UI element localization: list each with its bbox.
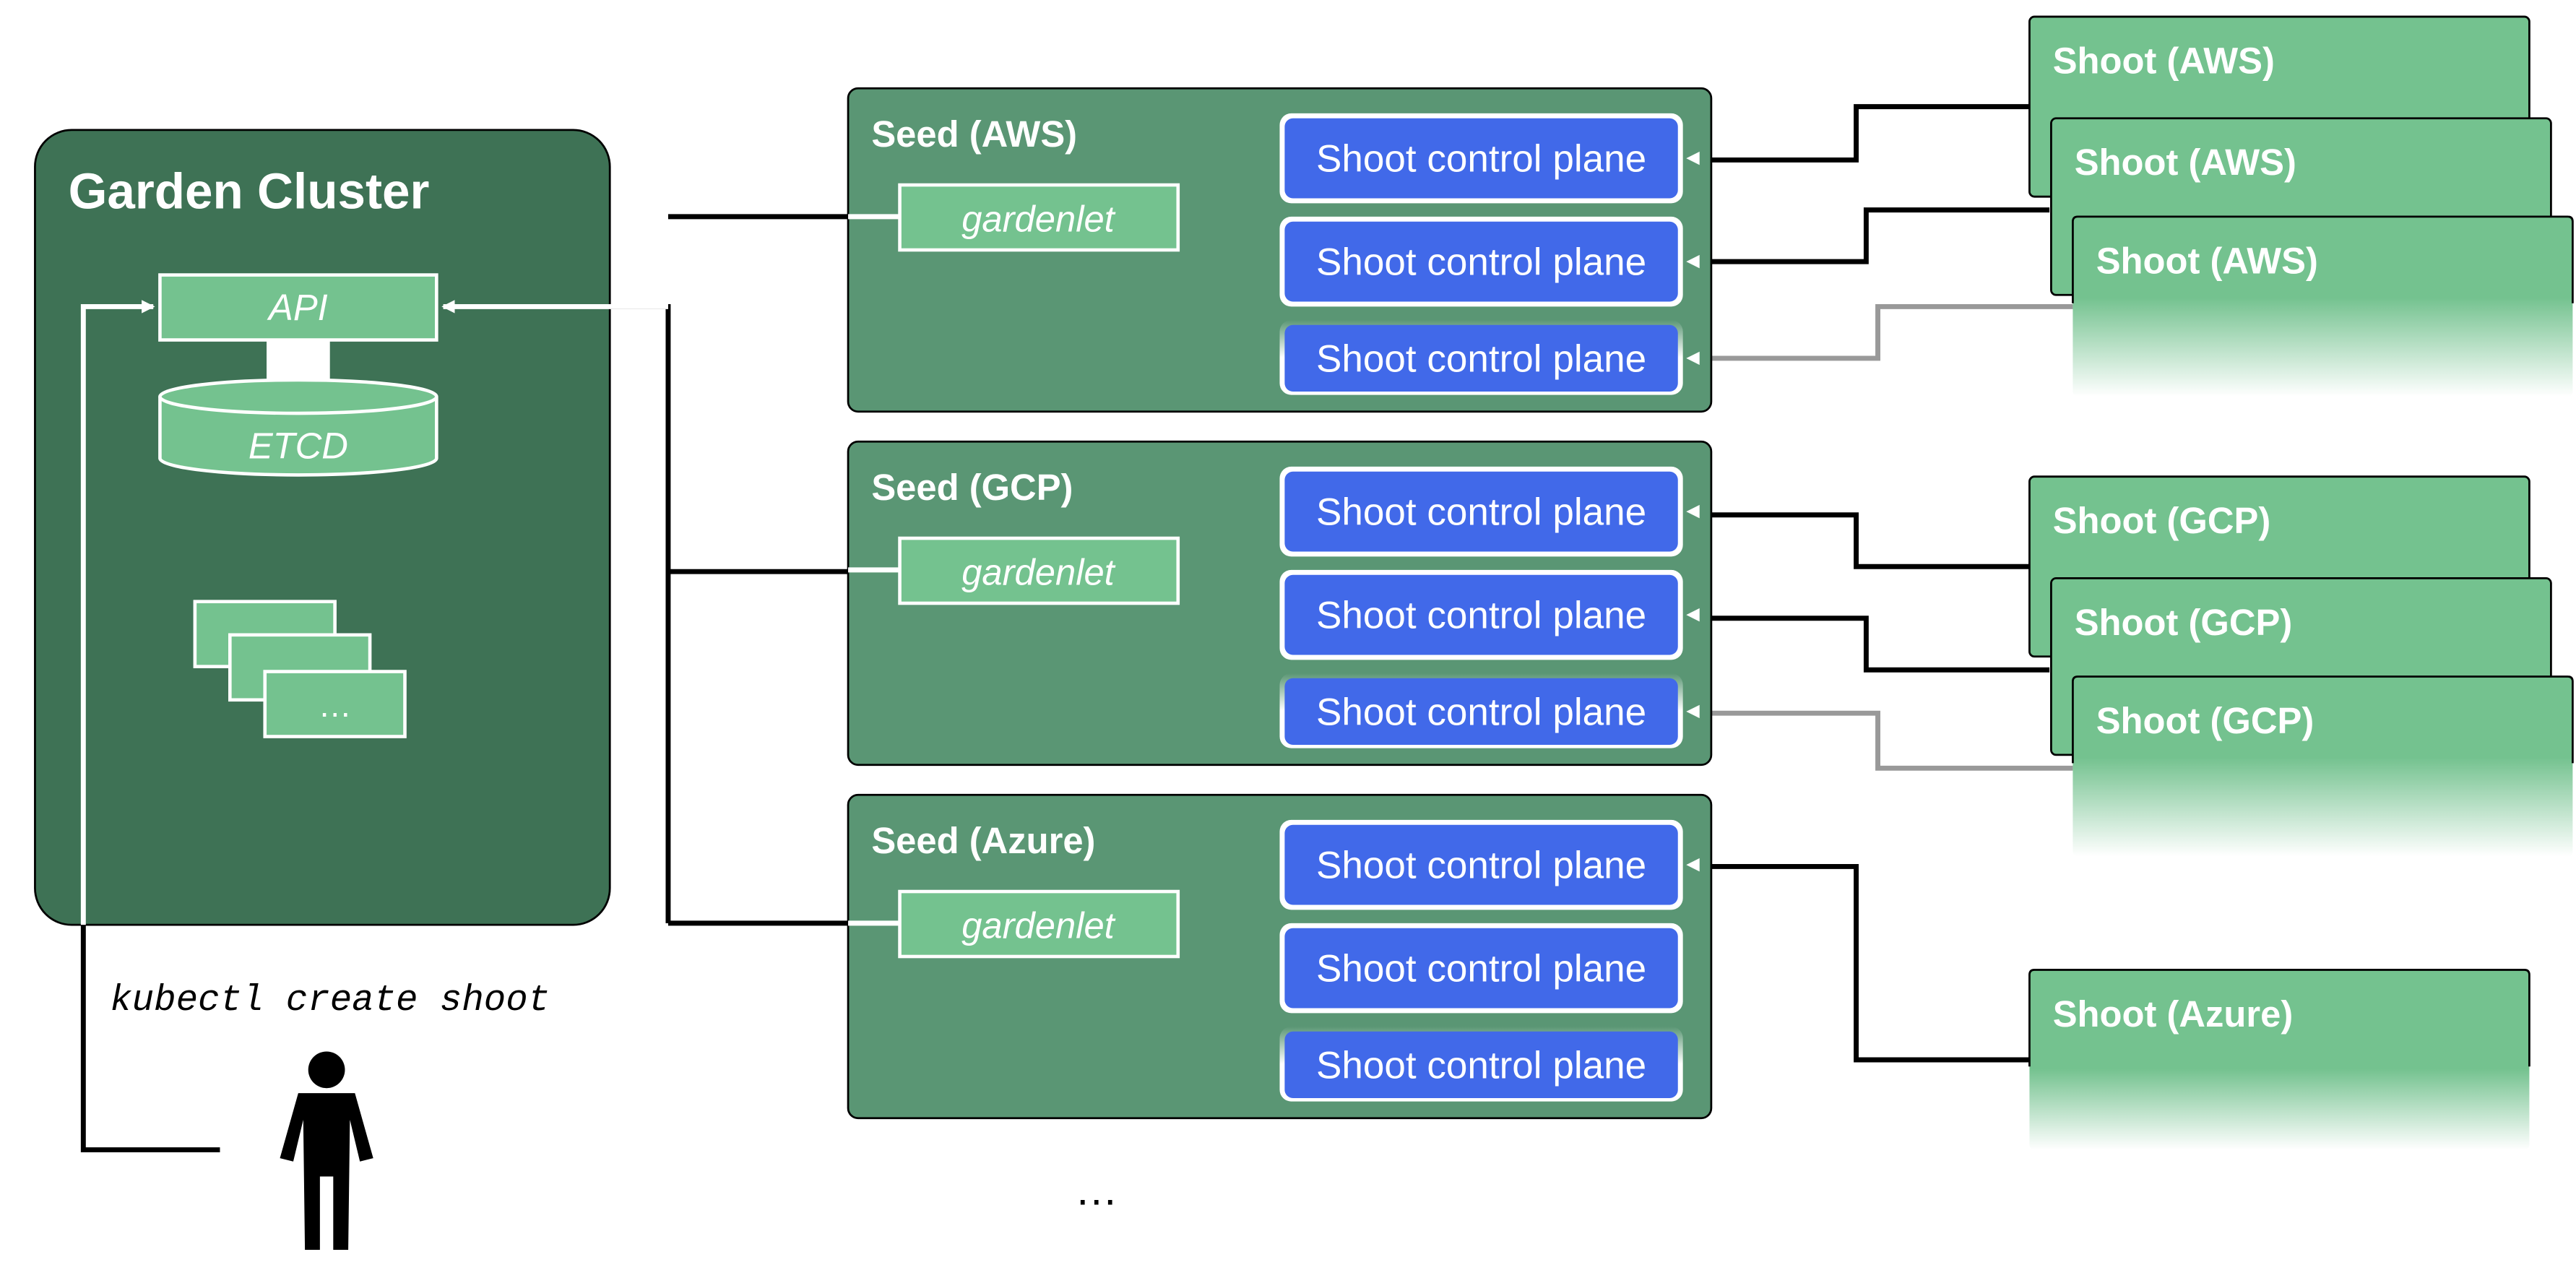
shoot-gcp-3: Shoot (GCP): [2072, 675, 2574, 857]
shoot-control-plane: Shoot control plane: [1279, 216, 1700, 307]
shoot-azure-1: Shoot (Azure): [2028, 969, 2530, 1150]
garden-cluster: Garden Cluster API ETCD …: [34, 129, 668, 926]
shoot-label: Shoot (AWS): [2075, 142, 2296, 183]
shoot-azure-1-link: [1686, 863, 2030, 1063]
shoot-control-plane: Shoot control plane: [1279, 1026, 1683, 1102]
control-plane-label: Shoot control plane: [1316, 845, 1646, 887]
shoot-control-plane: Shoot control plane: [1279, 113, 1700, 204]
shoot-aws-3-link: [1686, 303, 2073, 361]
etcd-label: ETCD: [248, 425, 348, 466]
more-seeds-ellipsis: …: [1075, 1166, 1118, 1214]
shoot-label: Shoot (GCP): [2075, 602, 2293, 643]
shoot-label: Shoot (Azure): [2053, 993, 2294, 1035]
shoot-control-plane: Shoot control plane: [1279, 923, 1683, 1014]
shoot-aws-3: Shoot (AWS): [2072, 215, 2574, 397]
shoot-control-plane: Shoot control plane: [1279, 673, 1700, 748]
arrow-head-icon: [1686, 151, 1700, 165]
user-person-icon: [280, 1051, 373, 1250]
control-plane-label: Shoot control plane: [1316, 241, 1646, 284]
api-box: [158, 273, 438, 342]
arrow-head-icon: [1686, 351, 1700, 366]
shoot-gcp-1-link: [1686, 512, 2030, 569]
resource-stack-ellipsis: …: [319, 686, 352, 724]
arrow-head-icon: [1686, 504, 1700, 519]
shoot-gcp-2-link: [1686, 616, 2050, 673]
resource-stack: …: [193, 600, 407, 738]
arrow-head-icon: [1686, 858, 1700, 872]
api-label: API: [267, 287, 328, 328]
arrow-head-icon: [1686, 608, 1700, 622]
gardenlet-label: gardenlet: [961, 199, 1115, 240]
etcd-cylinder: [158, 378, 438, 477]
arrow-head-icon: [1686, 704, 1700, 719]
control-plane-label: Shoot control plane: [1316, 1044, 1646, 1087]
shoot-label: Shoot (AWS): [2053, 40, 2275, 81]
seed-title: Seed (Azure): [871, 820, 1095, 861]
shoot-aws-2-link: [1686, 207, 2050, 264]
gardenlet-label: gardenlet: [961, 905, 1115, 946]
shoot-gcp-3-link: [1686, 710, 2073, 771]
gardenlet-label: gardenlet: [961, 552, 1115, 593]
shoot-label: Shoot (GCP): [2053, 500, 2271, 541]
control-plane-label: Shoot control plane: [1316, 138, 1646, 181]
shoot-aws-1-link: [1686, 104, 2030, 163]
shoot-control-plane: Shoot control plane: [1279, 319, 1700, 395]
control-plane-label: Shoot control plane: [1316, 948, 1646, 990]
seed-title: Seed (AWS): [871, 113, 1077, 155]
arrow-head-icon: [1686, 254, 1700, 269]
seed-title: Seed (GCP): [871, 467, 1073, 508]
garden-title: Garden Cluster: [69, 163, 430, 219]
shoot-label: Shoot (GCP): [2096, 700, 2314, 741]
garden-to-seeds-trunk: [610, 303, 671, 923]
gardenlet-box: [898, 889, 1180, 959]
control-plane-label: Shoot control plane: [1316, 595, 1646, 637]
control-plane-label: Shoot control plane: [1316, 491, 1646, 534]
shoot-control-plane: Shoot control plane: [1279, 466, 1700, 557]
kubectl-command: kubectl create shoot: [110, 980, 550, 1022]
gardenlet-box: [898, 536, 1180, 605]
shoot-clusters: Shoot (AWS) Shoot (AWS) Shoot (AWS) Shoot (…: [2028, 15, 2574, 1150]
control-plane-label: Shoot control plane: [1316, 691, 1646, 733]
shoot-control-plane: Shoot control plane: [1279, 819, 1700, 910]
shoot-label: Shoot (AWS): [2096, 240, 2318, 281]
api-etcd-connector: [267, 340, 330, 384]
gardenlet-box: [898, 183, 1180, 252]
shoot-control-plane: Shoot control plane: [1279, 569, 1700, 660]
control-plane-label: Shoot control plane: [1316, 337, 1646, 380]
